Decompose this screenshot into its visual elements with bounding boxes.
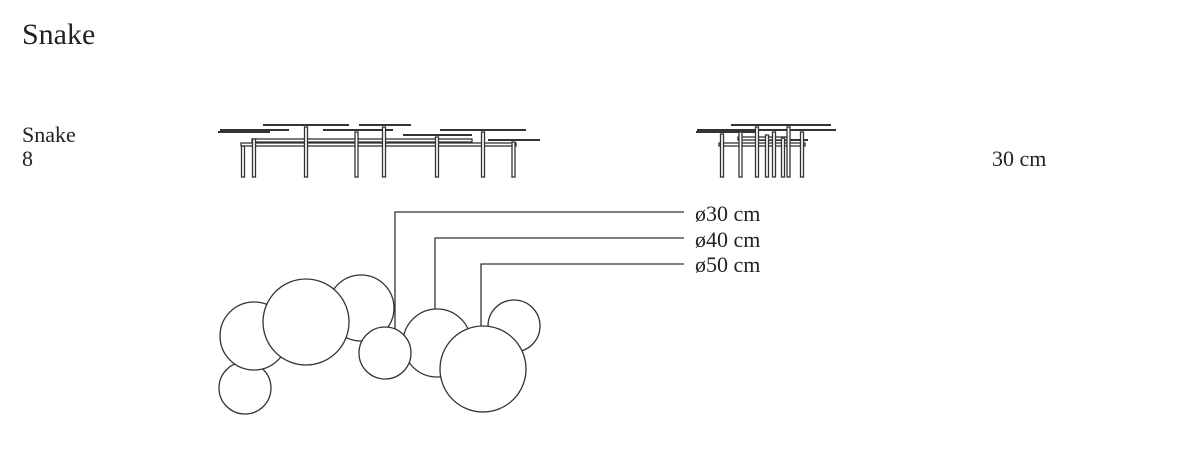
crossbar <box>737 136 789 141</box>
table-leg <box>434 136 440 178</box>
table-leg <box>754 126 760 178</box>
table-top-30 <box>218 361 272 415</box>
table-leg <box>780 137 786 178</box>
diameter-label-30: ø30 cm <box>695 201 761 226</box>
product-height: 30 cm <box>992 146 1047 171</box>
leader-line-40 <box>434 237 684 309</box>
product-name: Snake <box>22 122 76 147</box>
table-leg <box>511 141 516 178</box>
table-leg <box>786 126 791 178</box>
table-leg <box>381 126 387 178</box>
crossbar <box>718 142 806 147</box>
table-leg <box>738 131 743 178</box>
table-top-30 <box>358 326 412 380</box>
table-leg <box>240 145 246 178</box>
crossbar <box>240 142 517 147</box>
front-elevation <box>218 124 540 178</box>
table-leg <box>251 138 257 178</box>
leader-line-50 <box>480 263 684 327</box>
table-leg <box>480 131 486 178</box>
table-top-50 <box>439 325 527 413</box>
table-top-50 <box>262 278 350 366</box>
page-title: Snake <box>22 18 96 51</box>
leader-line-30 <box>394 211 684 329</box>
leader-lines <box>394 211 684 329</box>
table-leg <box>764 134 770 178</box>
plan-view <box>218 274 541 415</box>
diameter-label-50: ø50 cm <box>695 252 761 277</box>
table-leg <box>771 131 777 178</box>
side-elevation <box>696 124 836 178</box>
table-leg <box>354 131 359 178</box>
table-leg <box>799 131 805 178</box>
product-count: 8 <box>22 146 33 171</box>
table-leg <box>303 126 309 178</box>
diameter-label-40: ø40 cm <box>695 227 761 252</box>
table-leg <box>719 133 725 178</box>
